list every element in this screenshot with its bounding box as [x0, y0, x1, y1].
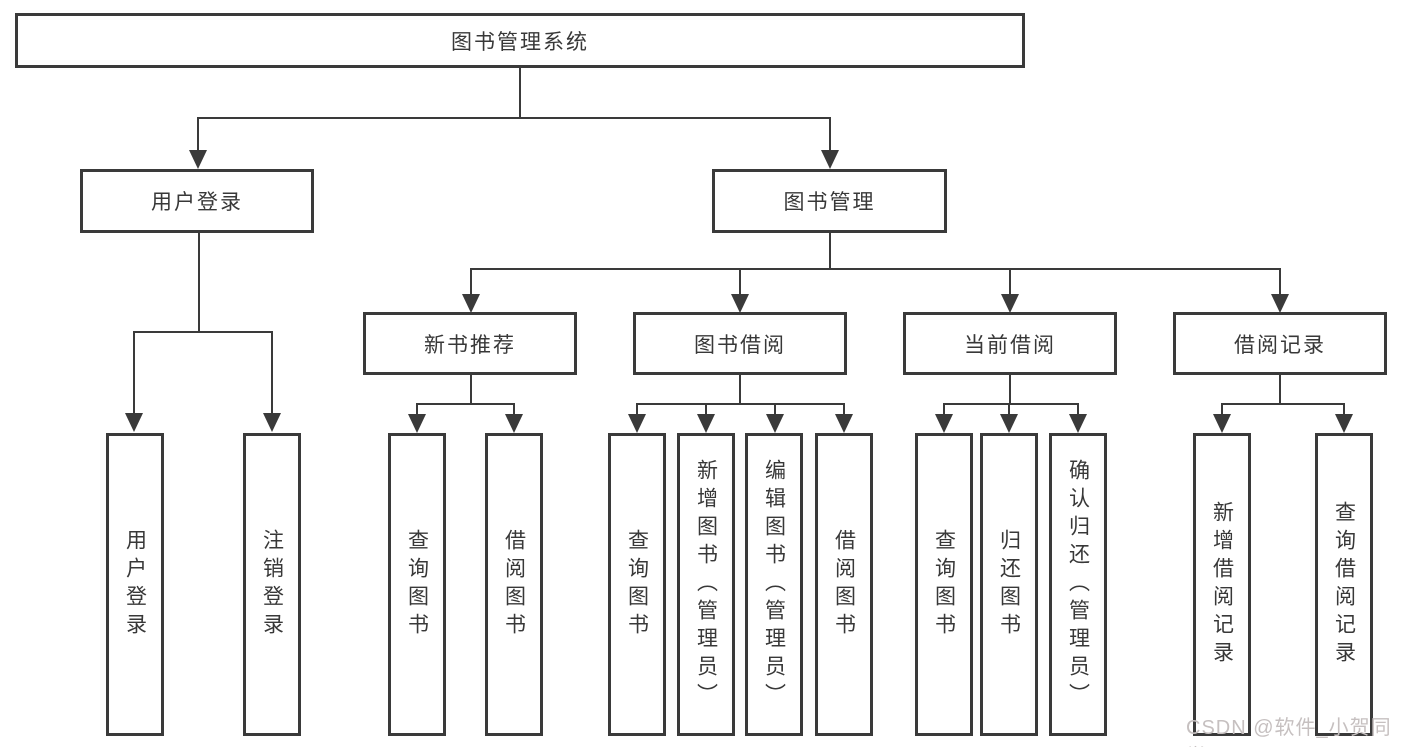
- arrow-down-icon: [462, 294, 480, 313]
- connector-book-mgmt-shaft: [829, 119, 831, 152]
- leaf-return-books: 归还图书: [980, 433, 1038, 736]
- arrow-down-icon: [697, 414, 715, 433]
- connector-g5-shaft-1: [1221, 405, 1223, 416]
- arrow-down-icon: [821, 150, 839, 169]
- connector-g1-stem: [198, 233, 200, 333]
- connector-g3-shaft-1: [636, 405, 638, 416]
- connector-g4-hline: [943, 403, 1079, 405]
- connector-level3-hline: [470, 268, 1281, 270]
- leaf-logout: 注销登录: [243, 433, 301, 736]
- leaf-query-books-3: 查询图书: [915, 433, 973, 736]
- connector-root-stem: [519, 68, 521, 119]
- connector-g3-shaft-4: [843, 405, 845, 416]
- arrow-down-icon: [125, 413, 143, 432]
- connector-g1-shaft-2: [271, 333, 273, 415]
- connector-g3-stem: [739, 375, 741, 405]
- arrow-down-icon: [1213, 414, 1231, 433]
- connector-l3-shaft-2: [739, 270, 741, 296]
- arrow-down-icon: [1069, 414, 1087, 433]
- connector-l3-shaft-1: [470, 270, 472, 296]
- connector-g2-stem: [470, 375, 472, 405]
- arrow-down-icon: [1000, 414, 1018, 433]
- connector-bm-stem: [829, 233, 831, 270]
- leaf-confirm-return-admin: 确认归还（管理员）: [1049, 433, 1107, 736]
- node-book-management: 图书管理: [712, 169, 947, 233]
- arrow-down-icon: [628, 414, 646, 433]
- arrow-down-icon: [935, 414, 953, 433]
- arrow-down-icon: [731, 294, 749, 313]
- arrow-down-icon: [835, 414, 853, 433]
- leaf-add-book-admin: 新增图书（管理员）: [677, 433, 735, 736]
- connector-g1-hline: [133, 331, 273, 333]
- connector-level2-hline: [197, 117, 831, 119]
- watermark: CSDN @软件_小贺同学: [1186, 717, 1392, 747]
- connector-g4-shaft-3: [1077, 405, 1079, 416]
- connector-g1-shaft-1: [133, 333, 135, 415]
- connector-g4-shaft-2: [1008, 405, 1010, 416]
- connector-g4-stem: [1009, 375, 1011, 405]
- arrow-down-icon: [1271, 294, 1289, 313]
- leaf-query-books-1: 查询图书: [388, 433, 446, 736]
- node-new-book-recommend: 新书推荐: [363, 312, 577, 375]
- arrow-down-icon: [263, 413, 281, 432]
- connector-g3-shaft-3: [774, 405, 776, 416]
- node-borrow-records: 借阅记录: [1173, 312, 1387, 375]
- connector-user-login-shaft: [197, 119, 199, 152]
- node-current-borrow: 当前借阅: [903, 312, 1117, 375]
- arrow-down-icon: [189, 150, 207, 169]
- connector-g5-shaft-2: [1343, 405, 1345, 416]
- connector-g4-shaft-1: [943, 405, 945, 416]
- connector-g2-shaft-1: [416, 405, 418, 416]
- arrow-down-icon: [1335, 414, 1353, 433]
- leaf-edit-book-admin: 编辑图书（管理员）: [745, 433, 803, 736]
- node-user-login: 用户登录: [80, 169, 314, 233]
- connector-g2-shaft-2: [513, 405, 515, 416]
- connector-g3-shaft-2: [705, 405, 707, 416]
- connector-g5-stem: [1279, 375, 1281, 405]
- connector-g2-hline: [416, 403, 515, 405]
- arrow-down-icon: [408, 414, 426, 433]
- leaf-borrow-books-2: 借阅图书: [815, 433, 873, 736]
- leaf-query-books-2: 查询图书: [608, 433, 666, 736]
- connector-l3-shaft-3: [1009, 270, 1011, 296]
- leaf-borrow-books-1: 借阅图书: [485, 433, 543, 736]
- connector-g3-hline: [636, 403, 845, 405]
- arrow-down-icon: [505, 414, 523, 433]
- leaf-query-borrow-record: 查询借阅记录: [1315, 433, 1373, 736]
- connector-l3-shaft-4: [1279, 270, 1281, 296]
- node-book-borrow: 图书借阅: [633, 312, 847, 375]
- node-library-system: 图书管理系统: [15, 13, 1025, 68]
- arrow-down-icon: [766, 414, 784, 433]
- connector-g5-hline: [1221, 403, 1345, 405]
- arrow-down-icon: [1001, 294, 1019, 313]
- leaf-user-login: 用户登录: [106, 433, 164, 736]
- leaf-add-borrow-record: 新增借阅记录: [1193, 433, 1251, 736]
